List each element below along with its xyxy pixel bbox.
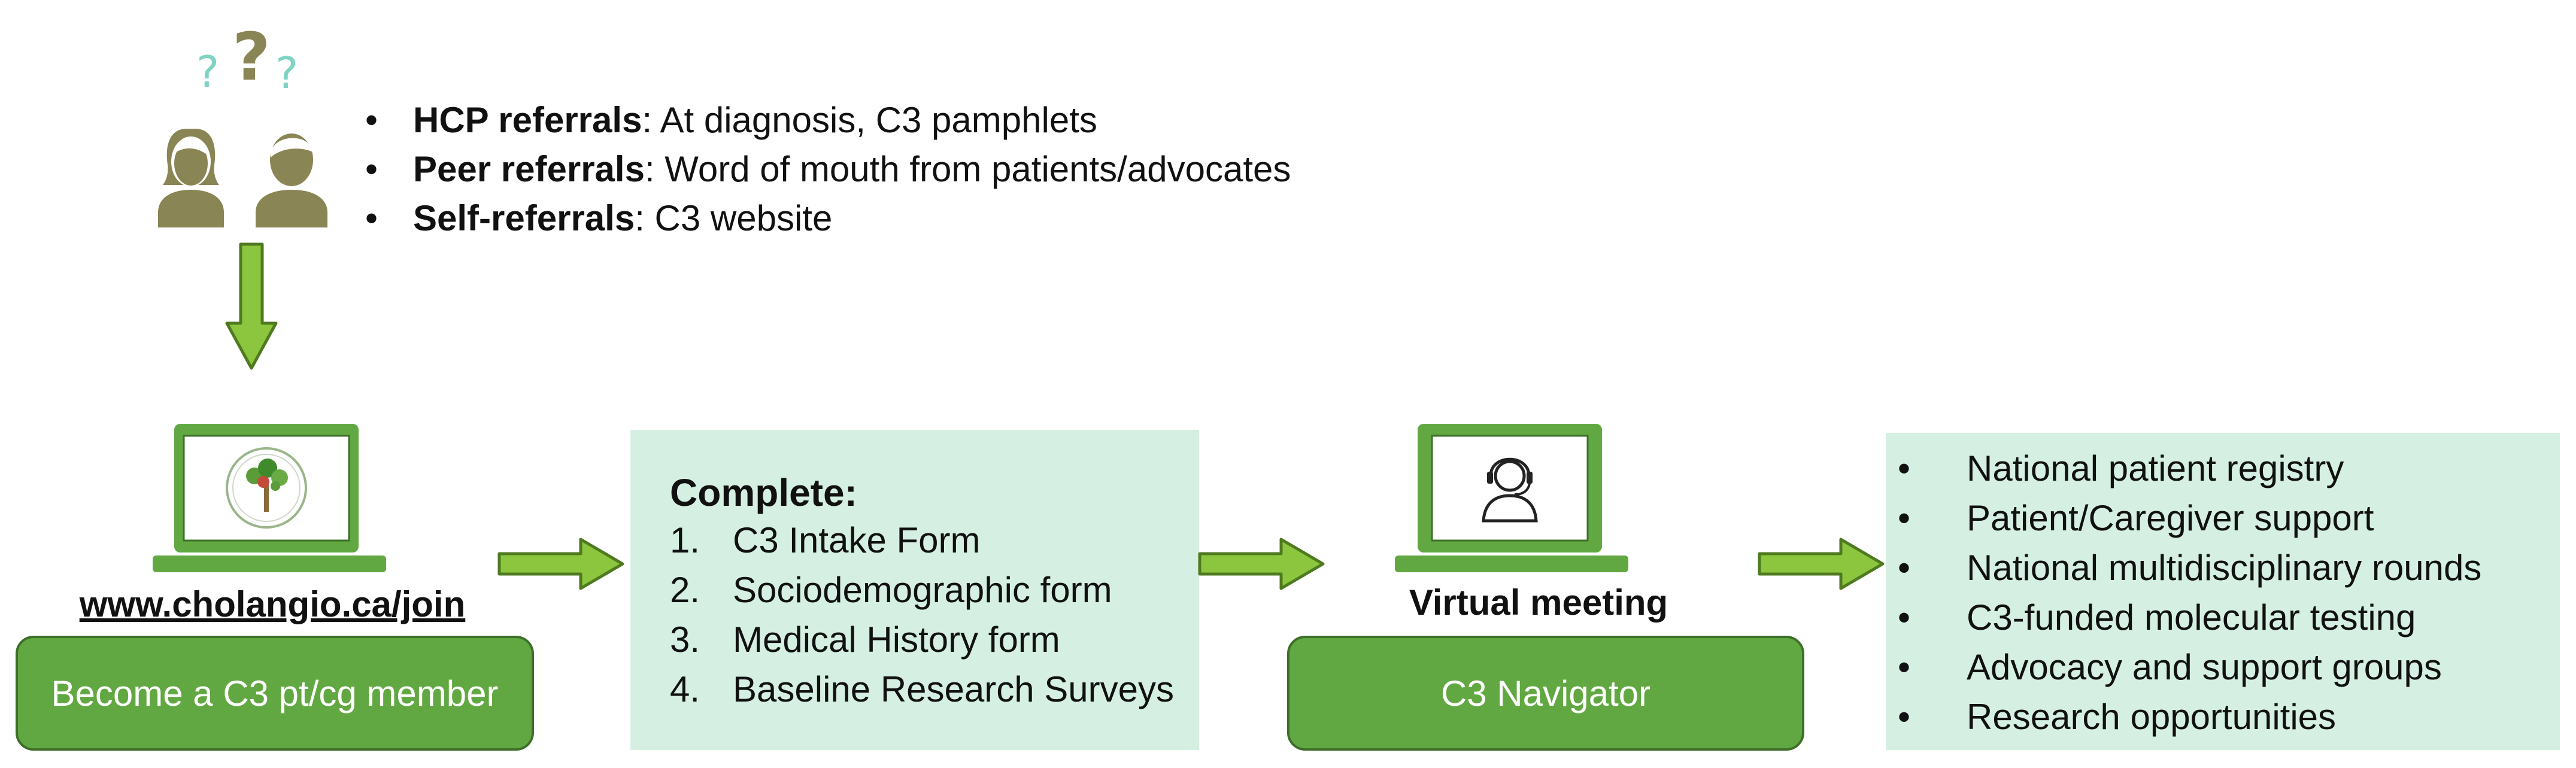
svg-text:?: ? xyxy=(275,48,298,93)
laptop-logo-icon xyxy=(153,419,386,575)
step-item-intake: 1.C3 Intake Form xyxy=(670,520,981,560)
step-item-sociodemographic: 2.Sociodemographic form xyxy=(670,570,1112,610)
complete-title: Complete: xyxy=(670,471,857,514)
join-url-link[interactable]: www.cholangio.ca/join xyxy=(79,584,466,624)
right-arrow-icon xyxy=(1757,536,1886,593)
step-item-medical-history: 3.Medical History form xyxy=(670,620,1060,660)
service-item: •National multidisciplinary rounds xyxy=(1898,548,2482,588)
svg-text:?: ? xyxy=(196,47,219,93)
right-arrow-icon xyxy=(1197,536,1326,593)
service-item: •Patient/Caregiver support xyxy=(1898,498,2374,538)
down-arrow-icon xyxy=(224,242,278,371)
referral-item-hcp: HCP referrals: At diagnosis, C3 pamphlet… xyxy=(359,96,1291,145)
become-member-button[interactable]: Become a C3 pt/cg member xyxy=(16,636,534,751)
c3-navigator-button[interactable]: C3 Navigator xyxy=(1287,636,1804,751)
referral-item-self: Self-referrals: C3 website xyxy=(359,194,1291,243)
step-item-research-surveys: 4.Baseline Research Surveys xyxy=(670,669,1175,709)
referral-list: HCP referrals: At diagnosis, C3 pamphlet… xyxy=(359,96,1291,243)
service-item: •Advocacy and support groups xyxy=(1898,647,2442,687)
right-arrow-icon xyxy=(497,536,626,593)
services-box: •National patient registry •Patient/Care… xyxy=(1886,433,2560,750)
referral-item-peer: Peer referrals: Word of mouth from patie… xyxy=(359,145,1291,194)
people-icon xyxy=(157,123,336,227)
virtual-meeting-label: Virtual meeting xyxy=(1409,582,1668,623)
service-item: •National patient registry xyxy=(1898,448,2344,488)
complete-forms-box: Complete: 1.C3 Intake Form 2.Sociodemogr… xyxy=(630,430,1199,750)
service-item: •C3-funded molecular testing xyxy=(1898,597,2416,638)
svg-text:?: ? xyxy=(232,19,271,93)
question-marks-icon: ? ? ? xyxy=(192,15,311,98)
laptop-headset-icon xyxy=(1395,419,1628,575)
service-item: •Research opportunities xyxy=(1898,697,2337,737)
